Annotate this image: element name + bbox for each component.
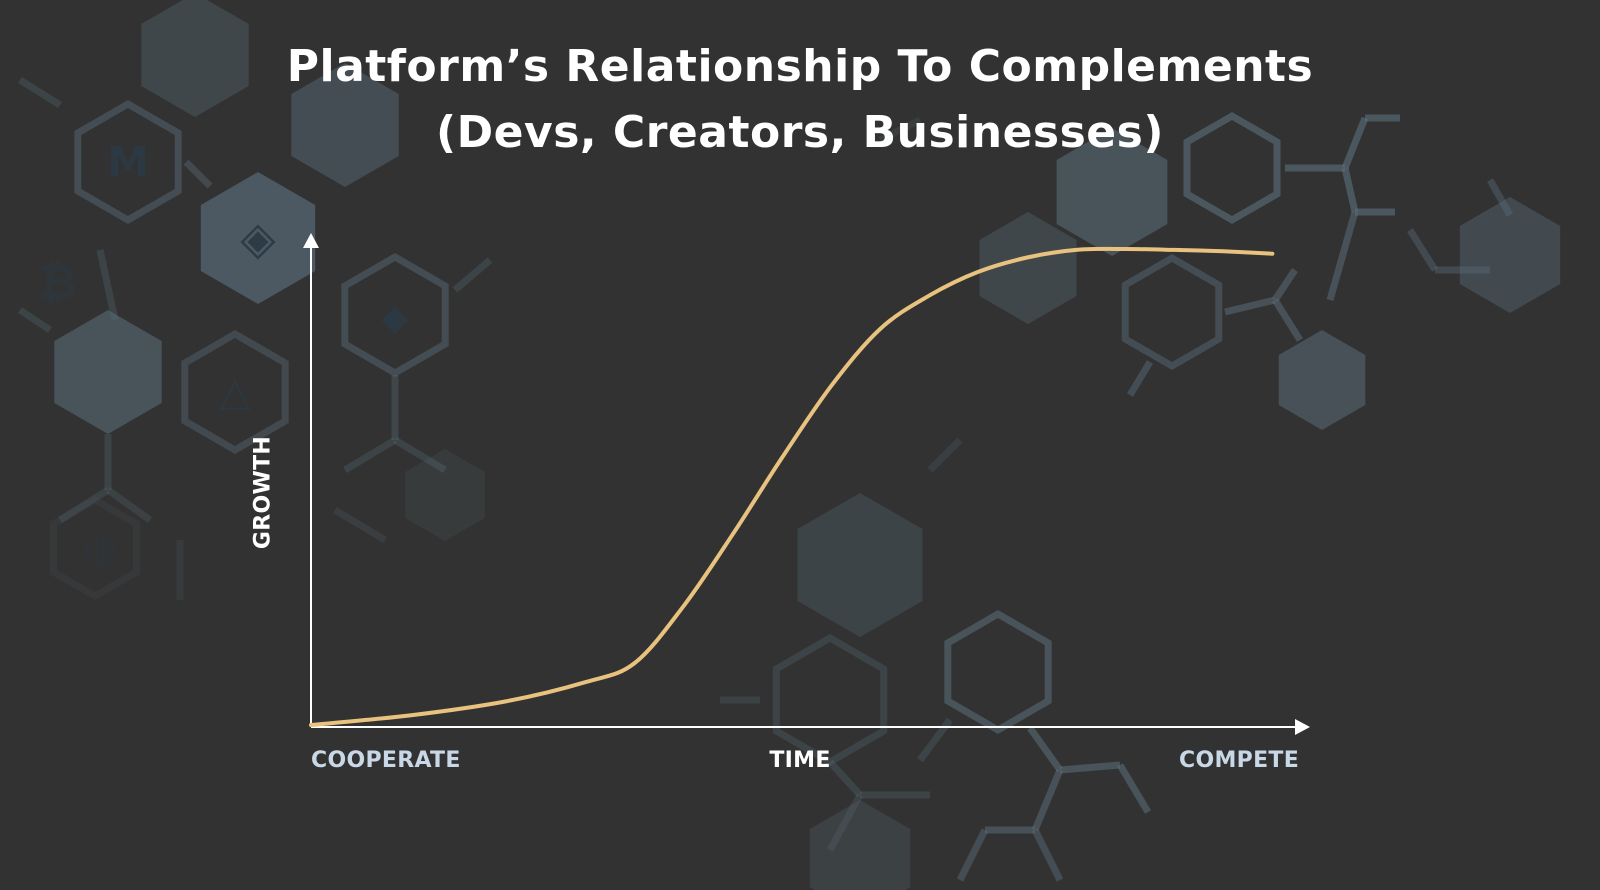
chart-title-line-2: (Devs, Creators, Businesses) <box>436 107 1164 158</box>
connector-line <box>343 436 397 474</box>
x-axis-start-label: COOPERATE <box>311 748 461 773</box>
connector-line <box>1027 725 1063 773</box>
maker-icon: M <box>107 138 149 187</box>
hexagon-shape <box>1183 111 1281 225</box>
connector-line <box>393 436 447 474</box>
connector-line <box>1127 360 1153 397</box>
connector-line <box>956 828 989 882</box>
connector-line <box>1326 211 1359 301</box>
ethereum-icon: ◆ <box>381 298 409 339</box>
y-axis-arrowhead <box>303 233 319 248</box>
connector-line <box>58 487 110 523</box>
connector-line <box>1407 228 1438 272</box>
connector-line <box>1272 268 1298 302</box>
hexagon-shape <box>181 329 289 455</box>
hexagon-shape <box>141 0 249 117</box>
connector-line <box>105 487 153 523</box>
connector-line <box>183 159 213 189</box>
x-axis-arrowhead <box>1295 719 1310 735</box>
connector-line <box>18 307 52 333</box>
hexagon-shape <box>291 63 399 187</box>
connector-line <box>1341 167 1359 213</box>
connector-line <box>1341 116 1369 170</box>
connector-line <box>927 437 963 473</box>
connector-line <box>1224 296 1276 316</box>
connector-line <box>1031 828 1064 882</box>
connector-line <box>96 249 119 321</box>
y-axis-label: GROWTH <box>250 435 276 550</box>
growth-curve-line <box>309 246 1275 727</box>
binance-icon: ◈ <box>240 211 276 265</box>
hexagon-shape <box>1121 253 1223 371</box>
connector-line <box>827 759 863 798</box>
hexagon-shape <box>772 633 888 767</box>
connector-line <box>1272 298 1303 342</box>
connector-line <box>1486 178 1514 217</box>
hexagon-shape <box>1278 330 1366 430</box>
connector-line <box>452 257 493 293</box>
connector-line <box>1116 763 1152 814</box>
hexagon-shape <box>944 609 1052 735</box>
hexagon-shape <box>797 493 923 637</box>
hexagon-shape <box>54 310 162 434</box>
hexagon-shape <box>341 252 449 378</box>
hexagon-shape <box>405 449 485 541</box>
hexagon-shape <box>200 172 316 304</box>
chart-title-line-1: Platform’s Relationship To Complements <box>286 41 1314 92</box>
hexagon-shape <box>1056 128 1168 256</box>
x-axis-end-label: COMPETE <box>1179 748 1300 773</box>
connector-line <box>1059 761 1121 774</box>
bitcoin-icon: ₿ <box>39 255 77 309</box>
hexagon-shape <box>49 495 141 601</box>
hexagon-shape <box>979 212 1077 324</box>
globe-icon: ◍ <box>83 525 118 571</box>
connector-line <box>878 116 922 144</box>
connector-line <box>18 77 62 108</box>
x-axis-label: TIME <box>769 748 831 773</box>
connector-line <box>333 506 387 544</box>
connector-line <box>1031 768 1064 832</box>
connector-line <box>826 793 864 852</box>
hexagon-shape <box>809 800 911 890</box>
hexagon-shape <box>1459 197 1561 313</box>
hexagon-shape <box>74 99 182 225</box>
augur-icon: △ <box>220 369 251 415</box>
